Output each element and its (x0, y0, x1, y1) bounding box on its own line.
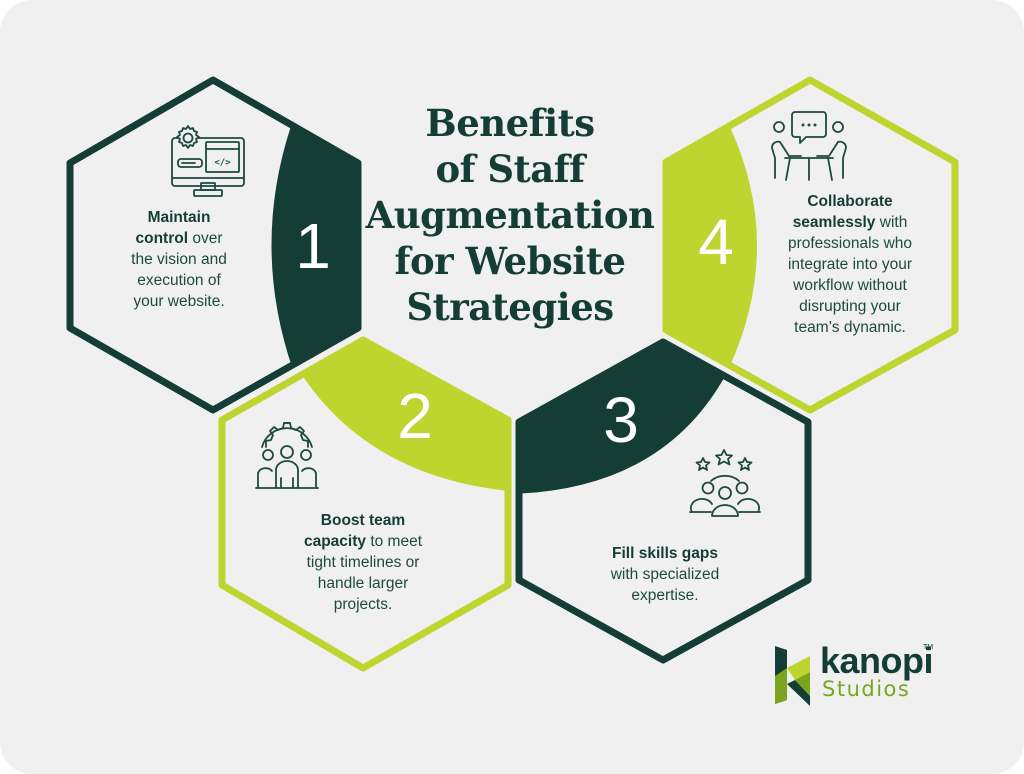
benefit-text: team’s dynamic. (794, 319, 906, 336)
benefit-text: with specialized (610, 566, 720, 583)
benefit-bold: Fill skills gaps (612, 545, 718, 562)
benefit-text: projects. (333, 596, 393, 613)
title-line: Augmentation (365, 193, 655, 237)
benefit-3-description: Fill skills gaps with specialized expert… (580, 543, 750, 606)
title-line: for Website (394, 239, 626, 283)
benefit-text: disrupting your (799, 298, 901, 315)
benefit-text: workflow without (793, 277, 907, 294)
title-line: Strategies (406, 285, 614, 329)
benefit-bold: control (135, 230, 189, 247)
kanopi-studios-logo: kanopi TM Studios (772, 640, 962, 708)
benefit-number-1: 1 (295, 210, 331, 282)
benefit-number-4: 4 (698, 206, 734, 278)
title-line: of Staff (435, 147, 585, 191)
hexagon-4 (662, 76, 959, 414)
team-stars-icon (689, 449, 761, 517)
benefit-2-description: Boost team capacity to meet tight timeli… (278, 510, 448, 615)
benefit-text: expertise. (631, 587, 699, 604)
benefit-bold: Boost team (320, 512, 406, 529)
benefit-text: with (875, 214, 908, 231)
benefit-4-description: Collaborate seamlessly with professional… (765, 191, 935, 338)
benefit-text: your website. (133, 293, 225, 310)
benefit-text: over (188, 230, 223, 247)
monitor-code-gear-icon: </> (171, 125, 245, 197)
page-title: Benefits of Staff Augmentation for Websi… (360, 100, 660, 330)
benefit-number-3: 3 (603, 384, 639, 456)
logo-trademark: TM (923, 644, 934, 651)
kanopi-logo-mark (775, 646, 810, 706)
benefit-text: handle larger (317, 575, 409, 592)
title-line: Benefits (425, 101, 595, 145)
benefit-bold: capacity (303, 533, 367, 550)
hexagon-3 (515, 338, 812, 664)
benefit-text: professionals who (787, 235, 913, 252)
team-gear-icon (255, 422, 319, 489)
benefit-bold: Collaborate (807, 193, 893, 210)
meeting-chat-icon (771, 111, 847, 181)
svg-text:</>: </> (214, 158, 231, 168)
benefit-1-description: Maintain control over the vision and exe… (104, 207, 254, 312)
hexagon-1 (66, 76, 362, 414)
benefit-bold: Maintain (147, 209, 211, 226)
benefit-text: to meet (366, 533, 423, 550)
benefit-number-2: 2 (397, 380, 433, 452)
benefit-text: execution of (137, 272, 221, 289)
benefit-text: the vision and (131, 251, 227, 268)
logo-wordmark: kanopi (820, 640, 934, 681)
logo-subtitle: Studios (822, 677, 911, 701)
benefit-text: tight timelines or (306, 554, 420, 571)
benefit-text: integrate into your (787, 256, 913, 273)
benefit-bold: seamlessly (792, 214, 876, 231)
